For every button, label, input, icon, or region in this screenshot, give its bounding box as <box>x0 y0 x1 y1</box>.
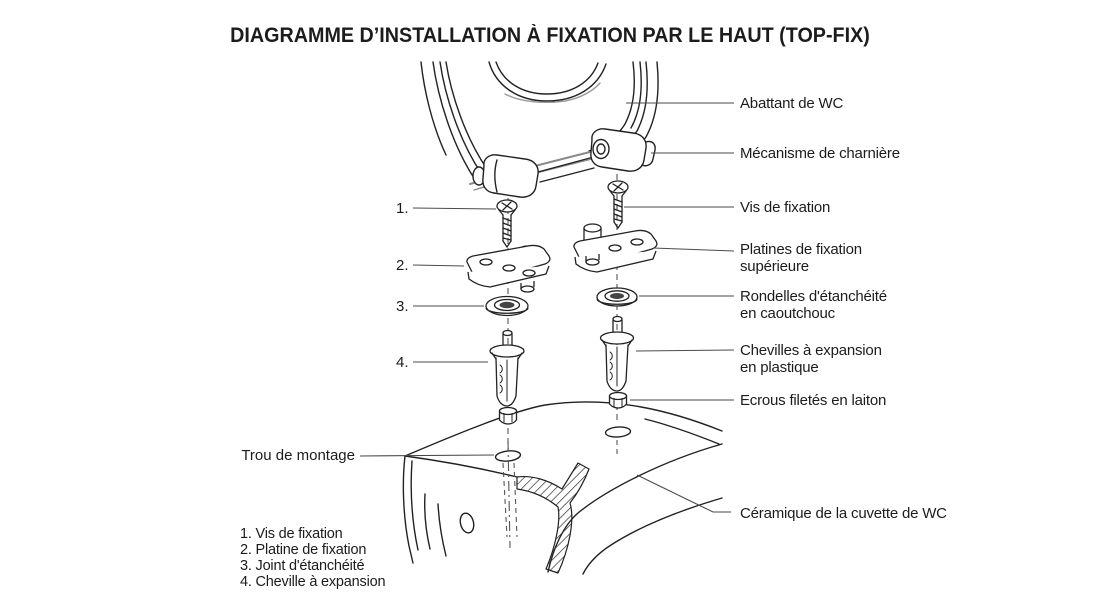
hinge-right <box>590 128 656 172</box>
label-abattant: Abattant de WC <box>740 95 844 112</box>
ceramic-bowl-drawing <box>402 401 723 575</box>
legend-item-3: 3. Joint d'étanchéité <box>240 558 365 574</box>
part-number-4: 4. <box>396 354 409 371</box>
fixing-screw-right <box>607 180 629 230</box>
parts-legend: 1. Vis de fixation 2. Platine de fixatio… <box>240 526 386 590</box>
hinge-left <box>472 154 539 198</box>
label-trou-de-montage: Trou de montage <box>241 447 355 464</box>
legend-item-4: 4. Cheville à expansion <box>240 574 386 590</box>
label-platines: Platines de fixation supérieure <box>740 241 862 275</box>
part-number-1: 1. <box>396 200 409 217</box>
mounting-hole-right <box>604 426 632 438</box>
label-ecrous: Ecrous filetés en laiton <box>740 392 887 409</box>
fixing-plate-left <box>466 244 551 293</box>
sealing-washer-right <box>596 287 638 307</box>
label-ceramique: Céramique de la cuvette de WC <box>740 505 947 522</box>
legend-item-2: 2. Platine de fixation <box>240 542 367 558</box>
legend-item-1: 1. Vis de fixation <box>240 526 343 542</box>
diagram-title: DIAGRAMME D’INSTALLATION À FIXATION PAR … <box>230 24 870 47</box>
seat-lid-drawing <box>420 61 659 198</box>
leader-lines <box>359 102 735 513</box>
label-chevilles: Chevilles à expansion en plastique <box>740 342 882 376</box>
brass-nut-left <box>498 406 518 425</box>
label-rondelles: Rondelles d'étanchéité en caoutchouc <box>740 288 887 322</box>
fixing-plate-right <box>573 223 658 273</box>
expansion-anchor-left <box>489 329 525 407</box>
cutaway-hatch <box>516 462 590 574</box>
label-charniere: Mécanisme de charnière <box>740 145 900 162</box>
fixing-screw-left <box>496 199 518 249</box>
part-number-2: 2. <box>396 257 409 274</box>
expansion-anchor-right <box>599 315 635 392</box>
part-number-3: 3. <box>396 298 409 315</box>
label-vis: Vis de fixation <box>740 199 831 216</box>
sealing-washer-left <box>485 295 529 317</box>
brass-nut-right <box>608 391 628 409</box>
